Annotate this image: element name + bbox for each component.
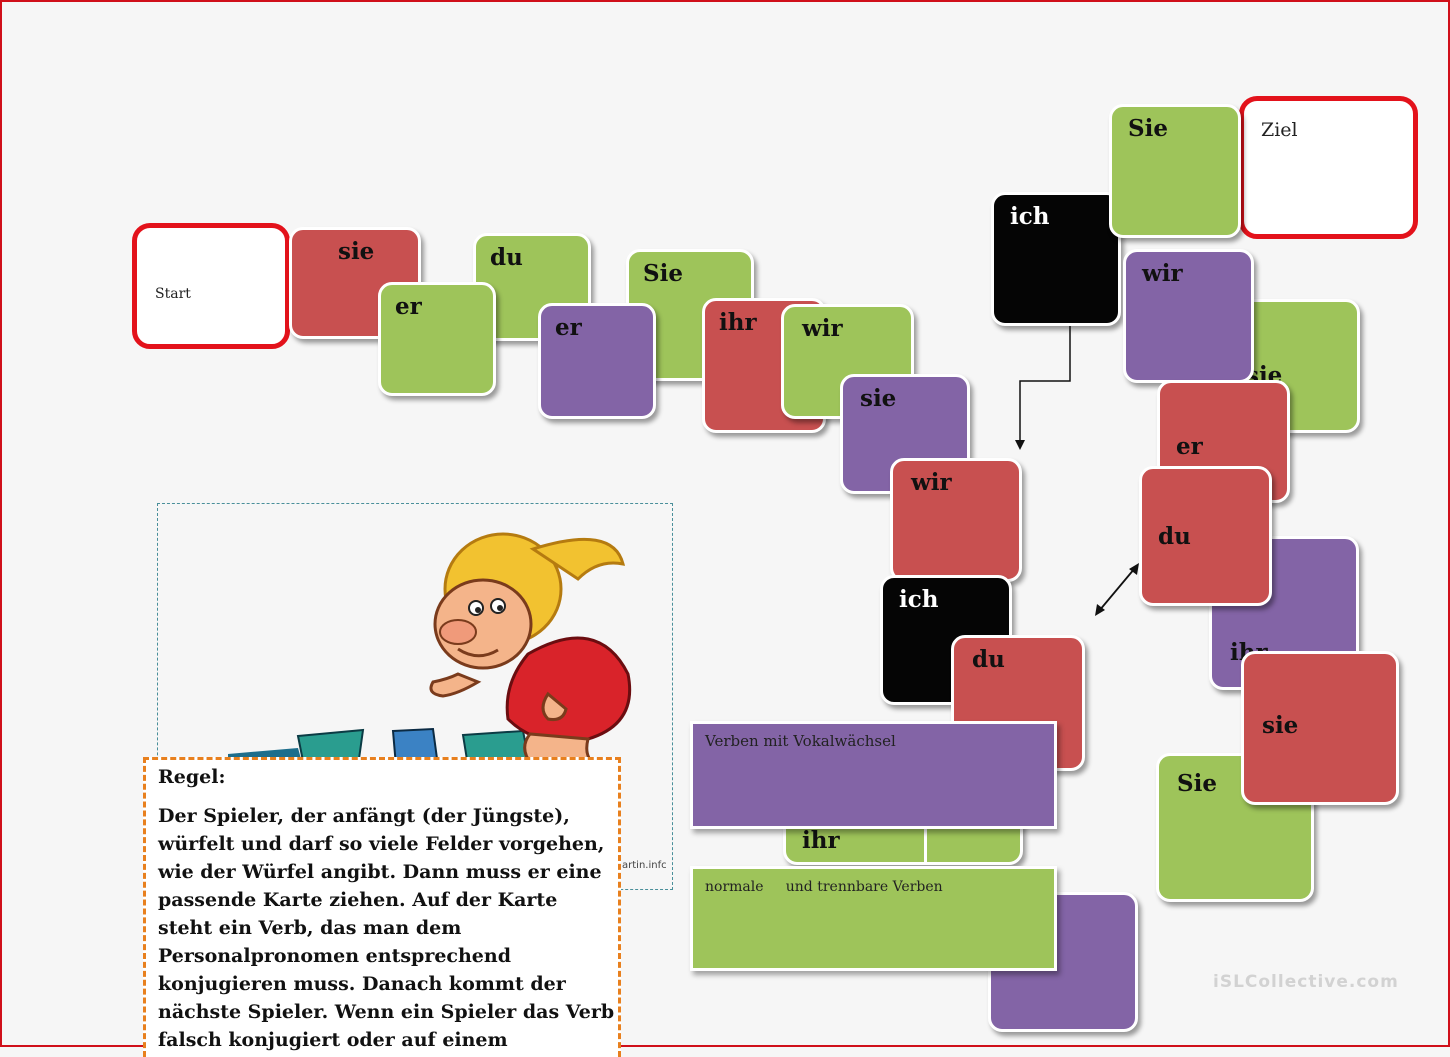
girl-illustration — [228, 532, 632, 768]
goal-field[interactable]: Ziel — [1239, 96, 1418, 239]
illustration-frame — [157, 503, 673, 890]
board-tile[interactable]: er — [378, 282, 496, 396]
tile-label: wir — [1142, 260, 1183, 287]
tile-label: sie — [338, 238, 375, 265]
rules-text: Der Spieler, der anfängt (der Jüngste), … — [158, 805, 615, 1051]
tile-label: Sie — [1128, 115, 1168, 142]
tile-label: er — [395, 293, 422, 320]
legend-vowel-change: Verben mit Vokalwächsel — [690, 721, 1057, 829]
tile-label: Sie — [643, 260, 683, 287]
tile-label: er — [1176, 433, 1203, 460]
board-tile[interactable]: er — [538, 303, 656, 419]
goal-label: Ziel — [1261, 119, 1298, 141]
board-tile[interactable]: wir — [1123, 249, 1254, 383]
rules-box: Regel: Der Spieler, der anfängt (der Jün… — [143, 757, 621, 1057]
board-tile[interactable]: ich — [991, 192, 1121, 326]
watermark: iSLCollective.com — [1213, 972, 1399, 992]
board-tile[interactable]: du — [1139, 466, 1272, 606]
tile-label: du — [972, 646, 1005, 673]
board-tile[interactable]: sie — [1241, 651, 1399, 805]
tile-label: Sie — [1177, 770, 1217, 797]
legend-regular-label: normale und trennbare Verben — [705, 879, 943, 895]
legend-vowel-change-label: Verben mit Vokalwächsel — [705, 732, 896, 750]
start-label: Start — [155, 286, 191, 302]
start-field[interactable]: Start — [132, 223, 290, 349]
tile-label: ich — [1010, 203, 1050, 230]
board-tile[interactable]: Sie — [1109, 104, 1241, 238]
legend-regular-verbs: normale und trennbare Verben — [690, 866, 1057, 971]
tile-label: du — [490, 244, 523, 271]
tile-label: du — [1158, 523, 1191, 550]
rules-title: Regel: — [158, 766, 226, 788]
image-credit: artin.infc — [622, 860, 667, 871]
tile-label: sie — [860, 385, 897, 412]
tile-label: ihr — [802, 827, 840, 854]
tile-label: wir — [802, 315, 843, 342]
tile-label: ihr — [719, 309, 757, 336]
girl-figure — [429, 532, 632, 768]
tile-label: wir — [911, 469, 952, 496]
board-tile[interactable]: wir — [890, 458, 1022, 582]
tile-label: ich — [899, 586, 939, 613]
tile-label: er — [555, 314, 582, 341]
tile-label: sie — [1262, 712, 1299, 739]
